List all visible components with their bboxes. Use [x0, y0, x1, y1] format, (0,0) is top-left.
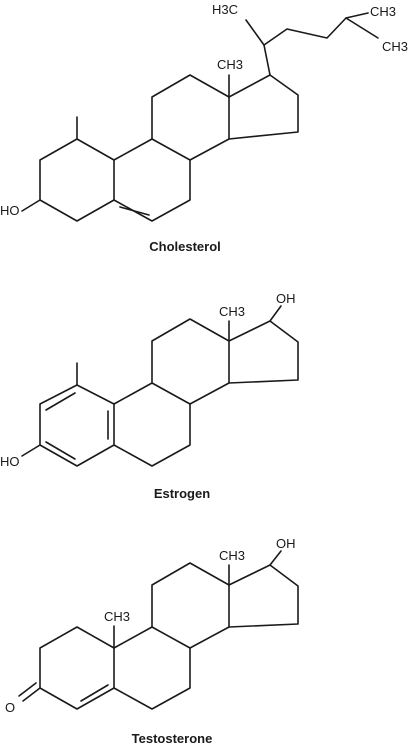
estrogen-structure: HO CH3 OH Estrogen	[0, 291, 299, 501]
estrogen-bonds	[21, 305, 299, 467]
cholesterol-bonds	[21, 12, 379, 222]
estrogen-methyl-label: CH3	[219, 304, 245, 319]
testosterone-bonds	[18, 550, 299, 710]
testosterone-c19-methyl-label: CH3	[104, 609, 130, 624]
testosterone-caption: Testosterone	[132, 731, 213, 746]
cholesterol-c18-methyl-label: CH3	[217, 57, 243, 72]
cholesterol-ho-label: HO	[0, 203, 20, 218]
cholesterol-c21-methyl-label: H3C	[212, 2, 238, 17]
estrogen-ho-label: HO	[0, 454, 20, 469]
estrogen-caption: Estrogen	[154, 486, 210, 501]
testosterone-c18-methyl-label: CH3	[219, 548, 245, 563]
cholesterol-c26-methyl-label: CH3	[370, 4, 396, 19]
estrogen-oh-label: OH	[276, 291, 296, 306]
cholesterol-c27-methyl-label: CH3	[382, 39, 408, 54]
testosterone-ketone-o-label: O	[5, 700, 15, 715]
cholesterol-caption: Cholesterol	[149, 239, 221, 254]
testosterone-structure: O CH3 CH3 OH Testosterone	[5, 536, 299, 746]
testosterone-oh-label: OH	[276, 536, 296, 551]
cholesterol-structure: HO CH3 H3C CH3 CH3 Cholesterol	[0, 2, 408, 254]
